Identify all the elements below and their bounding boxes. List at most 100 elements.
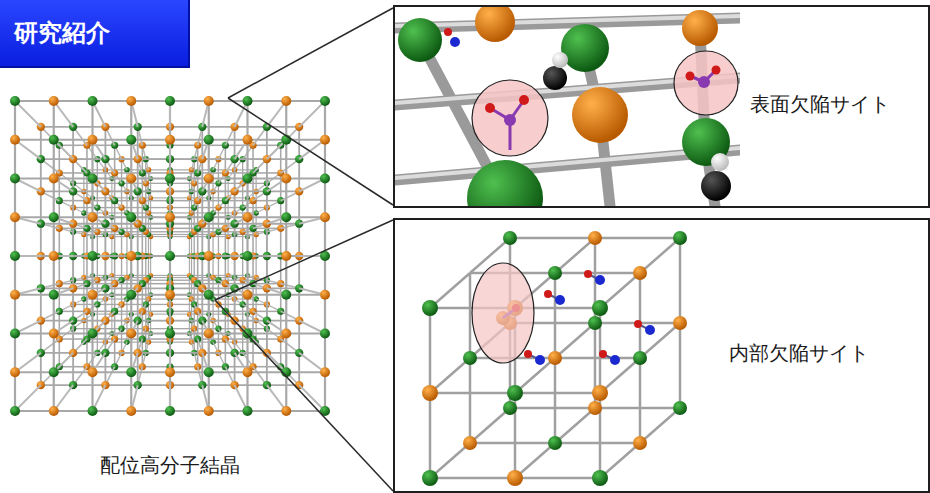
lattice-bond (142, 338, 170, 340)
lattice-bond (170, 410, 209, 412)
lattice-bond (148, 342, 170, 343)
lattice-bond (93, 410, 132, 412)
metal-atom (139, 308, 146, 315)
lattice-bond (218, 329, 219, 353)
lattice-bond (235, 191, 267, 193)
caption-label: 配位高分子結晶 (100, 452, 240, 479)
lattice-bond (202, 223, 234, 225)
lattice-bond (285, 334, 287, 373)
lattice-bond (170, 320, 202, 322)
crystal-lattice (10, 96, 330, 416)
lattice-bond (169, 334, 171, 373)
lattice-bond (14, 256, 16, 295)
lattice-bond (40, 224, 42, 256)
title-box: 研究紹介 (0, 0, 190, 68)
lattice-bond (137, 256, 139, 288)
metal-atom (165, 174, 175, 184)
lattice-bond (104, 321, 106, 353)
lattice-bond (170, 231, 194, 232)
lattice-bond (197, 228, 199, 256)
lattice-bond (286, 255, 325, 257)
lattice-bond (15, 100, 54, 102)
lattice-bond (73, 191, 105, 193)
metal-atom (243, 367, 253, 377)
lattice-bond (97, 207, 121, 208)
lattice-bond (469, 273, 472, 358)
lattice-bond (73, 158, 105, 160)
metal-atom (49, 251, 59, 261)
lattice-bond (235, 352, 267, 354)
metal-atom (126, 329, 136, 339)
lattice-bond (515, 392, 600, 395)
lattice-bond (234, 224, 236, 256)
lattice-bond (285, 295, 287, 334)
lattice-bond (93, 332, 132, 334)
metal-atom (320, 367, 330, 377)
metal-atom (592, 300, 608, 316)
lattice-bond (73, 126, 105, 128)
lattice-bond (54, 410, 93, 412)
lattice-bond (142, 283, 170, 285)
metal-atom (243, 212, 253, 222)
nitrogen-atom (450, 37, 460, 47)
lattice-bond (324, 334, 326, 373)
metal-atom (10, 290, 20, 300)
lattice-bond (218, 304, 242, 305)
lattice-bond (97, 256, 98, 280)
lattice-bond (40, 353, 42, 385)
lattice-bond (248, 371, 287, 373)
metal-atom (111, 363, 118, 370)
metal-atom (588, 231, 602, 245)
lattice-bond (225, 366, 253, 368)
lattice-bond (146, 328, 170, 329)
metal-atom (673, 316, 687, 330)
lattice-bond (111, 256, 112, 275)
metal-atom (165, 329, 175, 339)
metal-atom (10, 212, 20, 222)
lattice-bond (209, 139, 248, 141)
lattice-bond (679, 238, 682, 323)
lattice-bond (138, 223, 170, 225)
metal-atom (281, 406, 291, 416)
panel-label: 内部欠陥サイト (726, 339, 872, 368)
metal-atom (572, 87, 628, 143)
lattice-bond (286, 371, 325, 373)
lattice-bond (169, 179, 171, 218)
metal-atom (561, 24, 609, 72)
lattice-bond (121, 183, 122, 207)
lattice-bond (111, 179, 112, 198)
lattice-bond (170, 216, 209, 218)
lattice-bond (105, 223, 137, 225)
nitrogen-atom (595, 275, 605, 285)
lattice-bond (72, 256, 74, 288)
lattice-bond (148, 169, 170, 170)
lattice-bond (266, 159, 268, 191)
metal-atom (281, 174, 291, 184)
lattice-bond (40, 288, 42, 320)
metal-atom (111, 225, 118, 232)
metal-atom (633, 436, 647, 450)
lattice-bond (280, 228, 282, 256)
lattice-bond (91, 372, 93, 411)
lattice-bond (97, 328, 121, 329)
lattice-bond (285, 179, 287, 218)
metal-atom (165, 135, 175, 145)
lattice-bond (73, 304, 97, 305)
lattice-bond (105, 191, 137, 193)
metal-atom (126, 135, 136, 145)
lattice-bond (286, 100, 325, 102)
lattice-bond (324, 295, 326, 334)
lattice-bond (248, 139, 287, 141)
metal-atom (88, 96, 98, 106)
lattice-bond (202, 287, 234, 289)
lattice-bond (93, 197, 112, 198)
lattice-bond (228, 197, 247, 198)
lattice-bond (130, 217, 132, 256)
lattice-bond (213, 212, 235, 213)
metal-atom (189, 210, 195, 216)
lattice-bond (111, 314, 112, 333)
metal-atom (230, 220, 238, 228)
lattice-bond (105, 212, 127, 213)
lattice-bond (73, 320, 105, 322)
lattice-bond (73, 223, 105, 225)
